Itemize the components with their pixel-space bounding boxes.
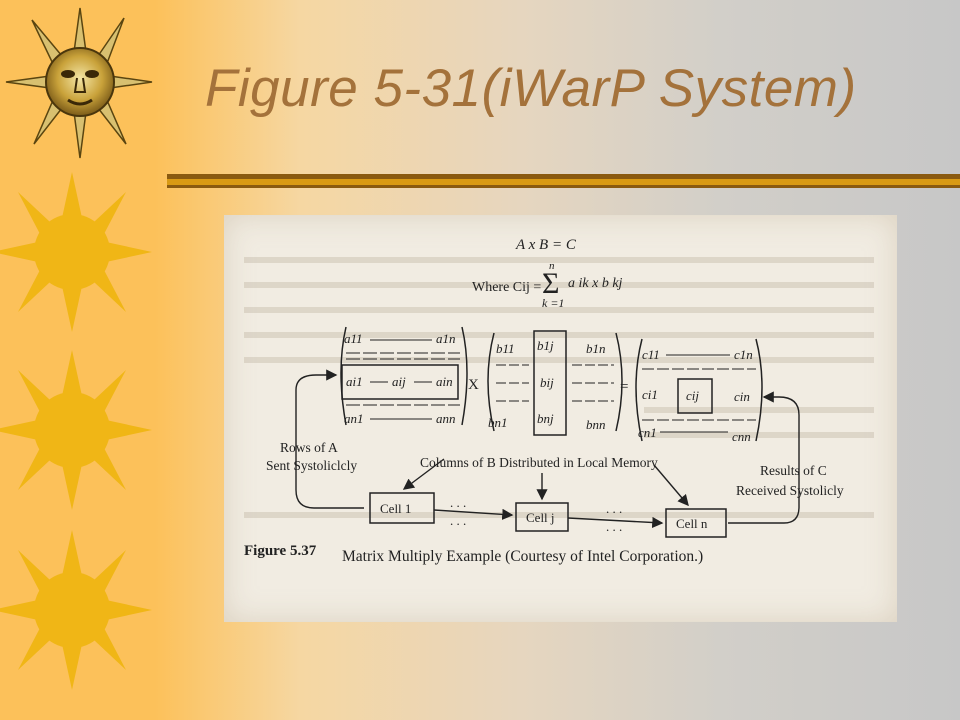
rows-of-a-label: Rows of A: [280, 440, 338, 455]
c-1n-label: c1n: [734, 347, 753, 362]
a-1n-label: a1n: [436, 331, 456, 346]
cell-1-box: [369, 492, 435, 524]
a-i1-label: ai1: [346, 374, 363, 389]
dots-2a: . . .: [606, 501, 622, 516]
matrix-c: c11 c1n ci1 cij cin cn1 cnn: [635, 338, 763, 444]
dots-1a: . . .: [450, 495, 466, 510]
sun-sidebar: [0, 0, 155, 720]
b-ij-label: bij: [540, 375, 554, 390]
c-nn-label: cnn: [732, 429, 751, 444]
yellow-sun-icon-3: [0, 530, 152, 690]
received-systolicly-label: Received Systolicly: [736, 483, 844, 498]
c-ij-label: cij: [686, 388, 699, 403]
title-rule-top: [167, 174, 960, 179]
equation-text: A x B = C: [515, 237, 577, 253]
bleed-through-lines: [244, 257, 874, 518]
matrix-multiply-diagram: A x B = C Where Cij = n Σ k =1 a ik x b …: [244, 237, 874, 565]
c-i1-label: ci1: [642, 387, 658, 402]
a-nn-label: ann: [436, 411, 456, 426]
yellow-sun-icon-1: [0, 172, 152, 332]
yellow-sun-icon-2: [0, 350, 152, 510]
cell-j-box: [515, 502, 569, 532]
equals-sign: =: [620, 379, 628, 395]
sigma-symbol: Σ: [542, 267, 559, 300]
dots-1b: . . .: [450, 513, 466, 528]
sun-decorations: [0, 7, 153, 690]
title-rule-middle: [167, 179, 960, 185]
a-ij-label: aij: [392, 374, 406, 389]
title-rule-bottom: [167, 185, 960, 188]
cell-n-label: Cell n: [676, 516, 708, 531]
dots-2b: . . .: [606, 519, 622, 534]
golden-sun-face-icon: [5, 7, 153, 159]
times-sign: X: [468, 377, 479, 393]
c-11-label: c11: [642, 347, 660, 362]
b-11-label: b11: [496, 341, 515, 356]
sent-systolicly-label: Sent Systoliclcly: [266, 458, 357, 473]
caption-text: Matrix Multiply Example (Courtesy of Int…: [342, 548, 703, 565]
sum-lower-limit: k =1: [542, 296, 564, 310]
results-of-c-label: Results of C: [760, 463, 827, 478]
slide-title: Figure 5-31(iWarP System): [205, 59, 857, 118]
a-in-label: ain: [436, 374, 453, 389]
caption-label: Figure 5.37: [244, 543, 317, 559]
scanned-figure: A x B = C Where Cij = n Σ k =1 a ik x b …: [224, 215, 897, 622]
where-label: Where Cij =: [472, 280, 541, 295]
columns-of-b-label: Columns of B Distributed in Local Memory: [420, 455, 658, 470]
cell-n-box: [665, 508, 727, 538]
b-nn-label: bnn: [586, 417, 606, 432]
b-nj-label: bnj: [537, 411, 554, 426]
matrix-b: b11 b1j b1n bij bn1 bnj bnn: [487, 330, 623, 436]
cell-j-label: Cell j: [526, 510, 555, 525]
b-1j-label: b1j: [537, 338, 554, 353]
c-in-label: cin: [734, 389, 750, 404]
matrix-a: a11 a1n ai1 aij ain an1 ann: [340, 326, 468, 426]
b-n1-label: bn1: [488, 415, 508, 430]
c-n1-label: cn1: [638, 425, 657, 440]
sum-term: a ik x b kj: [568, 276, 623, 291]
diagram-arrows: [295, 369, 800, 529]
b-1n-label: b1n: [586, 341, 606, 356]
cell-1-label: Cell 1: [380, 501, 411, 516]
a-11-label: a11: [344, 331, 363, 346]
a-n1-label: an1: [344, 411, 364, 426]
sum-upper-limit: n: [549, 260, 555, 272]
